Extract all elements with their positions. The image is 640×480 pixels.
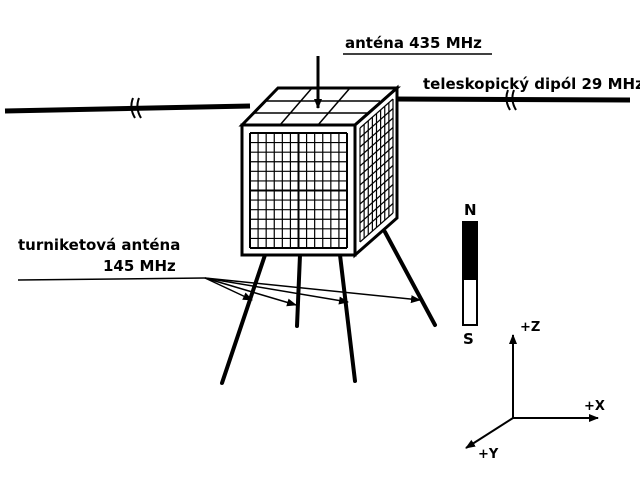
panel-grid-line xyxy=(359,127,394,157)
turnstile-leg xyxy=(220,253,267,385)
panel-grid-line xyxy=(359,203,394,233)
label-telescopic-dipole: teleskopický dipól 29 MHz xyxy=(423,75,640,93)
label-magnet-south: S xyxy=(463,330,474,348)
panel-grid-line xyxy=(359,174,394,205)
rod-break-mark xyxy=(130,97,136,119)
turnstile-leg xyxy=(383,230,437,327)
panel-grid-line xyxy=(359,212,394,243)
label-turnstile-antenna: turniketová anténa xyxy=(18,236,180,254)
side-solar-panel-grid xyxy=(359,98,394,243)
label-magnet-north: N xyxy=(464,201,477,219)
label-axis-x: +X xyxy=(584,399,605,414)
rod-break-mark xyxy=(505,89,511,111)
panel-grid-line xyxy=(359,117,394,148)
panel-grid-line xyxy=(359,193,394,224)
rod-break-mark xyxy=(136,97,142,119)
panel-grid-line xyxy=(359,98,394,129)
panel-grid-line xyxy=(359,165,394,195)
turnstile-leg xyxy=(295,253,302,328)
panel-grid-line xyxy=(359,146,394,176)
front-solar-panel-grid xyxy=(249,132,348,249)
rod-break-mark xyxy=(511,89,517,111)
turnstile-leader-lines xyxy=(17,277,421,307)
turnstile-antenna-legs xyxy=(220,230,437,385)
axis-y xyxy=(465,417,514,449)
panel-grid-line xyxy=(359,136,394,167)
telescopic-dipole xyxy=(4,89,631,119)
panel-grid-line xyxy=(359,184,394,214)
panel-grid-line xyxy=(359,155,394,186)
turnstile-leg xyxy=(338,253,357,383)
bar-magnet xyxy=(462,221,478,326)
label-axis-y: +Y xyxy=(478,447,499,462)
label-turnstile-frequency: 145 MHz xyxy=(103,257,176,275)
label-axis-z: +Z xyxy=(520,320,540,335)
panel-grid-line xyxy=(359,108,394,138)
magnet-north-pole xyxy=(463,222,477,280)
label-antenna-435: anténa 435 MHz xyxy=(345,34,482,52)
satellite-cube xyxy=(238,84,401,259)
coordinate-axes xyxy=(465,334,599,449)
